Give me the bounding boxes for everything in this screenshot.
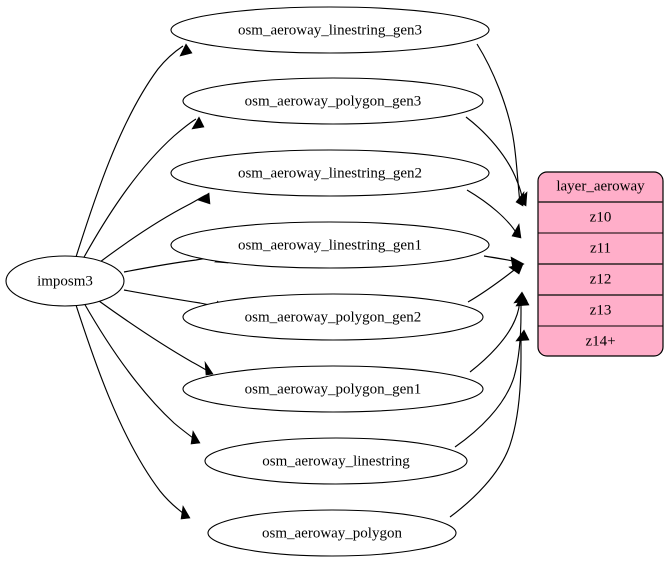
osm_aeroway_polygon_gen2-label: osm_aeroway_polygon_gen2: [245, 309, 422, 325]
layer_aeroway-row-z10-label: z10: [590, 209, 612, 225]
osm_aeroway_polygon-label: osm_aeroway_polygon: [262, 525, 402, 541]
osm_aeroway_linestring_gen2-label: osm_aeroway_linestring_gen2: [238, 165, 422, 181]
node-osm_aeroway_polygon[interactable]: osm_aeroway_polygon: [207, 509, 457, 557]
osm_aeroway_polygon_gen2-ellipse[interactable]: [182, 293, 484, 341]
osm_aeroway_linestring-ellipse[interactable]: [204, 437, 468, 485]
osm_aeroway_polygon_gen3-label: osm_aeroway_polygon_gen3: [245, 93, 422, 109]
edge-imposm3-to-osm_aeroway_linestring_gen3: [75, 43, 193, 258]
node-osm_aeroway_polygon_gen3[interactable]: osm_aeroway_polygon_gen3: [182, 77, 484, 125]
node-osm_aeroway_linestring[interactable]: osm_aeroway_linestring: [204, 437, 468, 485]
layer_aeroway-row-z10[interactable]: z10: [590, 209, 612, 225]
layer_aeroway-row-z13[interactable]: z13: [590, 302, 612, 318]
node-osm_aeroway_linestring_gen1[interactable]: osm_aeroway_linestring_gen1: [170, 221, 490, 269]
layer_aeroway-row-z11-label: z11: [590, 240, 611, 256]
osm_aeroway_linestring_gen3-label: osm_aeroway_linestring_gen3: [238, 22, 422, 38]
osm_aeroway_linestring_gen3-ellipse[interactable]: [170, 6, 490, 54]
layer_aeroway-row-z14plus[interactable]: z14+: [585, 333, 615, 349]
edge-imposm3-to-osm_aeroway_polygon_gen1: [98, 300, 214, 376]
osm_aeroway_polygon_gen1-label: osm_aeroway_polygon_gen1: [245, 381, 422, 397]
layer_aeroway-row-z12[interactable]: z12: [590, 271, 612, 287]
layer_aeroway-header-label: layer_aeroway: [556, 178, 645, 194]
node-imposm3[interactable]: imposm3: [5, 255, 125, 307]
layer_aeroway-row-z14plus-label: z14+: [585, 333, 615, 349]
osm_aeroway_linestring_gen1-ellipse[interactable]: [170, 221, 490, 269]
edge-osm_aeroway_linestring_gen2-to-z11: [466, 189, 522, 239]
osm_aeroway_linestring-label: osm_aeroway_linestring: [262, 453, 410, 469]
node-osm_aeroway_polygon_gen2[interactable]: osm_aeroway_polygon_gen2: [182, 293, 484, 341]
node-layer_aeroway[interactable]: layer_aeroway z10 z11 z12 z13: [537, 171, 664, 357]
edge-imposm3-to-osm_aeroway_polygon_gen3: [82, 116, 205, 260]
edge-osm_aeroway_polygon-to-z14plus: [449, 329, 530, 518]
osm_aeroway_polygon_gen1-ellipse[interactable]: [182, 365, 484, 413]
imposm3-ellipse[interactable]: [5, 255, 125, 307]
edge-osm_aeroway_linestring-to-z13: [454, 293, 530, 448]
layer_aeroway-row-z13-label: z13: [590, 302, 612, 318]
osm_aeroway_polygon_gen3-ellipse[interactable]: [182, 77, 484, 125]
node-osm_aeroway_linestring_gen3[interactable]: osm_aeroway_linestring_gen3: [170, 6, 490, 54]
osm_aeroway_linestring_gen2-ellipse[interactable]: [170, 149, 490, 197]
node-osm_aeroway_linestring_gen2[interactable]: osm_aeroway_linestring_gen2: [170, 149, 490, 197]
edge-osm_aeroway_polygon_gen3-to-z10: [465, 116, 528, 207]
imposm3-label: imposm3: [37, 273, 93, 289]
layer_aeroway-row-z11[interactable]: z11: [590, 240, 611, 256]
edge-osm_aeroway_polygon_gen2-to-z12: [467, 263, 524, 303]
edge-group-tables-to-layer: [449, 43, 530, 518]
node-osm_aeroway_polygon_gen1[interactable]: osm_aeroway_polygon_gen1: [182, 365, 484, 413]
edge-imposm3-to-osm_aeroway_linestring_gen2: [99, 192, 211, 263]
layer_aeroway-header-row[interactable]: layer_aeroway: [556, 178, 645, 194]
edge-imposm3-to-osm_aeroway_polygon: [75, 304, 191, 520]
layer_aeroway-row-z12-label: z12: [590, 271, 612, 287]
edge-imposm3-to-osm_aeroway_linestring: [83, 302, 201, 445]
osm_aeroway_polygon-ellipse[interactable]: [207, 509, 457, 557]
osm_aeroway_linestring_gen1-label: osm_aeroway_linestring_gen1: [238, 237, 422, 253]
